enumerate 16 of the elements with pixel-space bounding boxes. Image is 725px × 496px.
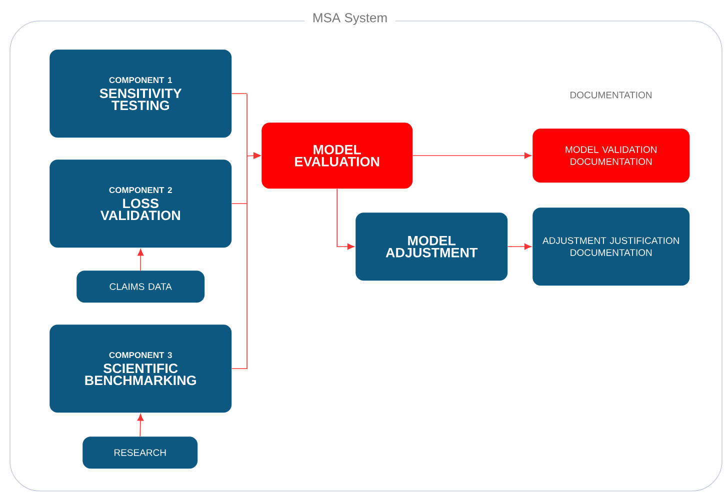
document-box: MODEL VALIDATION DOCUMENTATION [532, 128, 690, 183]
section-heading: DOCUMENTATION [570, 92, 652, 98]
arrow [336, 188, 354, 250]
data-box: CLAIMS DATA [76, 270, 205, 303]
arrow [137, 248, 144, 271]
process-box: MODEL EVALUATION [262, 122, 413, 189]
data-box: RESEARCH [82, 436, 198, 469]
process-box: COMPONENT 1 SENSITIVITY TESTING [50, 50, 232, 138]
process-box: MODEL ADJUSTMENT [356, 212, 508, 281]
process-box: COMPONENT 2 LOSS VALIDATION [50, 160, 232, 248]
document-box: ADJUSTMENT JUSTIFICATION DOCUMENTATION [532, 208, 690, 286]
arrow [507, 243, 532, 250]
process-box: COMPONENT 3 SCIENTIFIC BENCHMARKING [50, 324, 232, 413]
arrow [137, 414, 144, 437]
arrow [412, 152, 532, 159]
arrow [231, 93, 262, 370]
